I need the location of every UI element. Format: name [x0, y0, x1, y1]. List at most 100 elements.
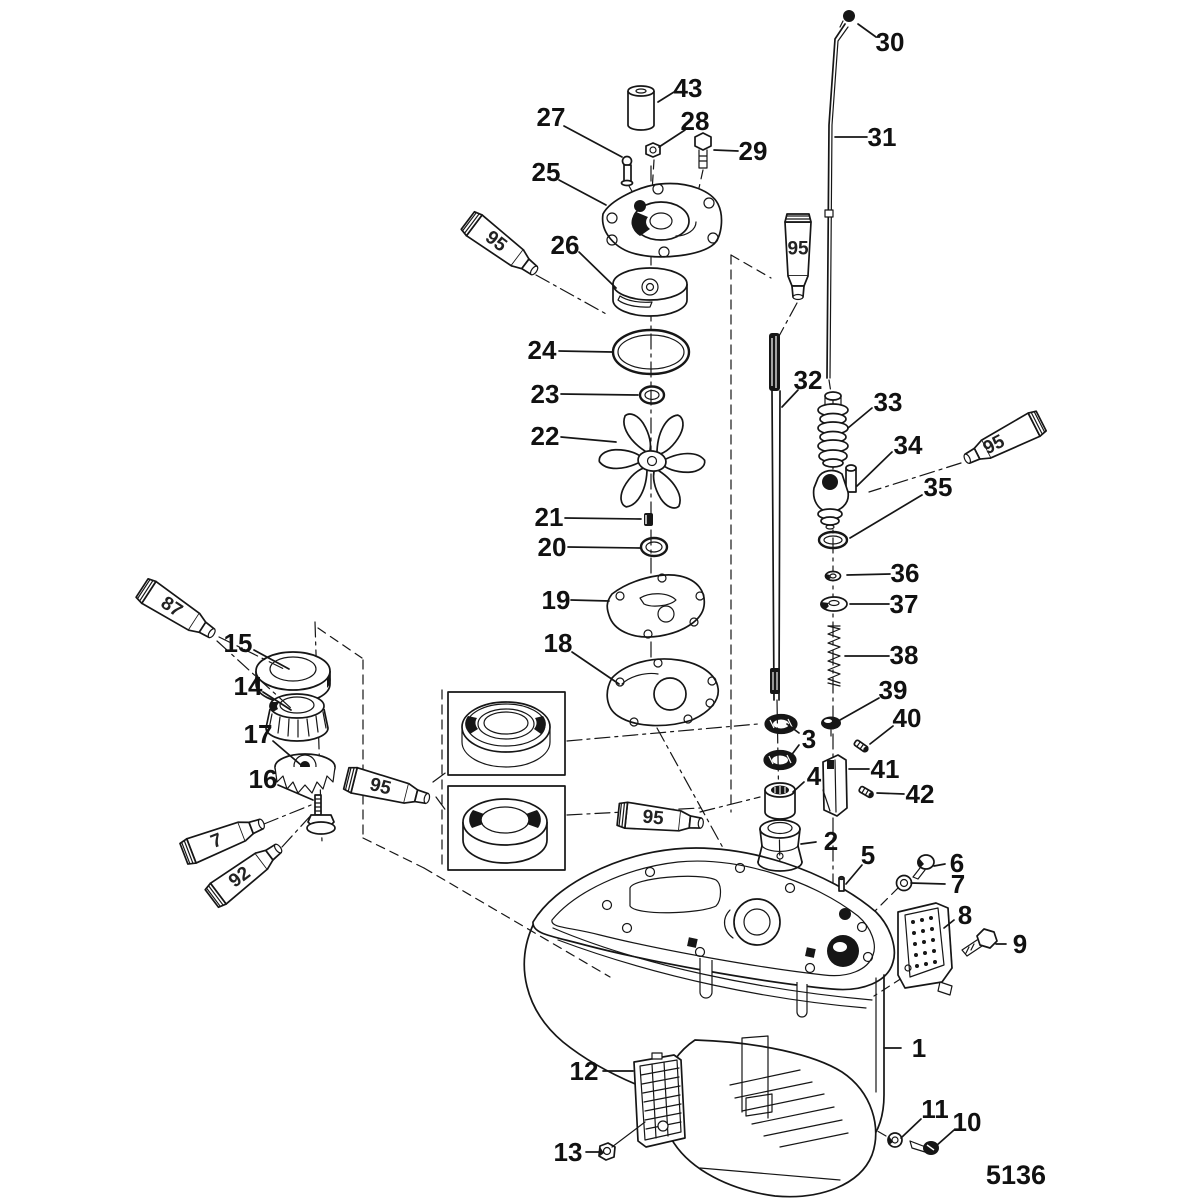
part-22-impeller: [598, 413, 706, 509]
lube-tube-95-2: 95: [963, 410, 1048, 465]
callout-number-6: 6: [950, 848, 964, 878]
callout-number-1: 1: [912, 1033, 926, 1063]
lube-tube-87-3: 87: [135, 577, 216, 639]
callout-number-35: 35: [924, 472, 953, 502]
part-11-washer-screw: [887, 1132, 903, 1148]
lube-tube-leader-95-4-0: [435, 796, 448, 813]
callout-leader-27: [563, 125, 623, 158]
lube-tube-7-5: 7: [179, 818, 265, 865]
part-18-base-gasket: [606, 658, 720, 727]
part-40-pin: [853, 739, 869, 753]
callout-number-12: 12: [570, 1056, 599, 1086]
part-39-cam-follower: [821, 716, 841, 737]
housing-hatching: [729, 1069, 849, 1148]
callout-leader-36: [846, 573, 891, 576]
part-32-driveshaft: [769, 333, 781, 701]
callout-leader-30: [857, 23, 877, 38]
lube-tube-leader-87-3-0: [218, 636, 287, 671]
callout-number-24: 24: [528, 335, 557, 365]
callout-leader-39: [839, 697, 880, 721]
part-43-spacer: [627, 85, 655, 131]
hidden-outline-dashes: [317, 159, 903, 1137]
callout-leader-10: [935, 1129, 955, 1147]
callout-number-43: 43: [674, 73, 703, 103]
callout-number-30: 30: [876, 27, 905, 57]
callout-leader-8: [943, 919, 955, 929]
callout-leader-29: [713, 149, 739, 152]
part-24-o-ring-large: [611, 328, 691, 376]
callout-number-15: 15: [224, 628, 253, 658]
callout-number-23: 23: [531, 379, 560, 409]
callout-leader-14: [262, 691, 292, 711]
callout-leader-21: [564, 517, 642, 520]
callout-leader-17: [272, 740, 302, 766]
part-1-gear-housing: [523, 847, 896, 1198]
callout-number-38: 38: [890, 640, 919, 670]
part-35-o-ring: [817, 530, 849, 550]
callout-number-9: 9: [1013, 929, 1027, 959]
callout-leader-43: [657, 91, 675, 103]
lube-tube-leader-95-0-0: [535, 274, 609, 316]
callout-leader-40: [869, 725, 894, 745]
callout-leader-23: [560, 393, 639, 396]
callout-number-21: 21: [535, 502, 564, 532]
callout-number-18: 18: [544, 628, 573, 658]
part-34-shift-cam: [812, 464, 857, 530]
callout-number-11: 11: [921, 1094, 949, 1124]
part-17-pinion-gear: [274, 753, 336, 794]
callout-leader-6: [933, 863, 946, 867]
callout-number-14: 14: [234, 671, 263, 701]
callout-leader-11: [900, 1118, 922, 1139]
part-2-driveshaft-bushing: [757, 819, 803, 872]
callout-number-3: 3: [802, 724, 816, 754]
lube-tube-95-7: 95: [616, 801, 704, 832]
callout-leader-25: [558, 179, 607, 206]
anode-grid-dots: [911, 916, 937, 968]
callout-leader-34: [856, 451, 893, 487]
callout-leader-33: [847, 407, 873, 429]
lube-tube-label-95-1: 95: [787, 239, 809, 260]
callout-number-39: 39: [879, 675, 908, 705]
lube-tube-leader-7-5-0: [263, 804, 312, 825]
callout-leader-5: [845, 864, 863, 885]
part-8-anode: [897, 902, 953, 996]
part-25-water-pump-cover: [601, 182, 723, 258]
callout-number-7: 7: [951, 869, 965, 899]
callout-leader-35: [849, 494, 923, 539]
callout-number-27: 27: [537, 102, 566, 132]
part-37-washer: [820, 596, 848, 612]
part-28-nut: [645, 142, 661, 158]
callout-number-2: 2: [824, 826, 838, 856]
part-3-oil-seals: [763, 713, 798, 771]
callout-leader-24: [558, 350, 613, 353]
callout-number-29: 29: [739, 136, 768, 166]
detail-box-seal: [447, 785, 566, 871]
part-41-guide-plate: [822, 754, 848, 817]
callout-leader-18: [571, 651, 620, 685]
part-5-dowel-pin: [838, 875, 845, 892]
part-33-bellows: [817, 391, 849, 468]
callout-number-13: 13: [554, 1137, 583, 1167]
callout-number-20: 20: [538, 532, 567, 562]
part-14-tapered-bearing: [265, 693, 329, 742]
part-29-screw: [694, 132, 712, 169]
part-4-bushing: [764, 782, 796, 820]
callout-number-5: 5: [861, 840, 875, 870]
lube-tube-95-0: 95: [460, 210, 539, 276]
lube-tube-leader-95-7-0: [699, 796, 761, 813]
callout-leader-32: [781, 389, 799, 408]
callout-leader-3: [786, 723, 800, 734]
part-13-nut: [598, 1121, 646, 1161]
callout-number-22: 22: [531, 421, 560, 451]
part-36-nut: [824, 570, 842, 582]
part-38-spring: [827, 625, 841, 687]
callout-number-40: 40: [893, 703, 922, 733]
callout-leader-4: [792, 781, 805, 793]
callout-number-32: 32: [794, 365, 823, 395]
part-30-screw: [839, 10, 855, 28]
callout-leader-2: [800, 841, 817, 845]
